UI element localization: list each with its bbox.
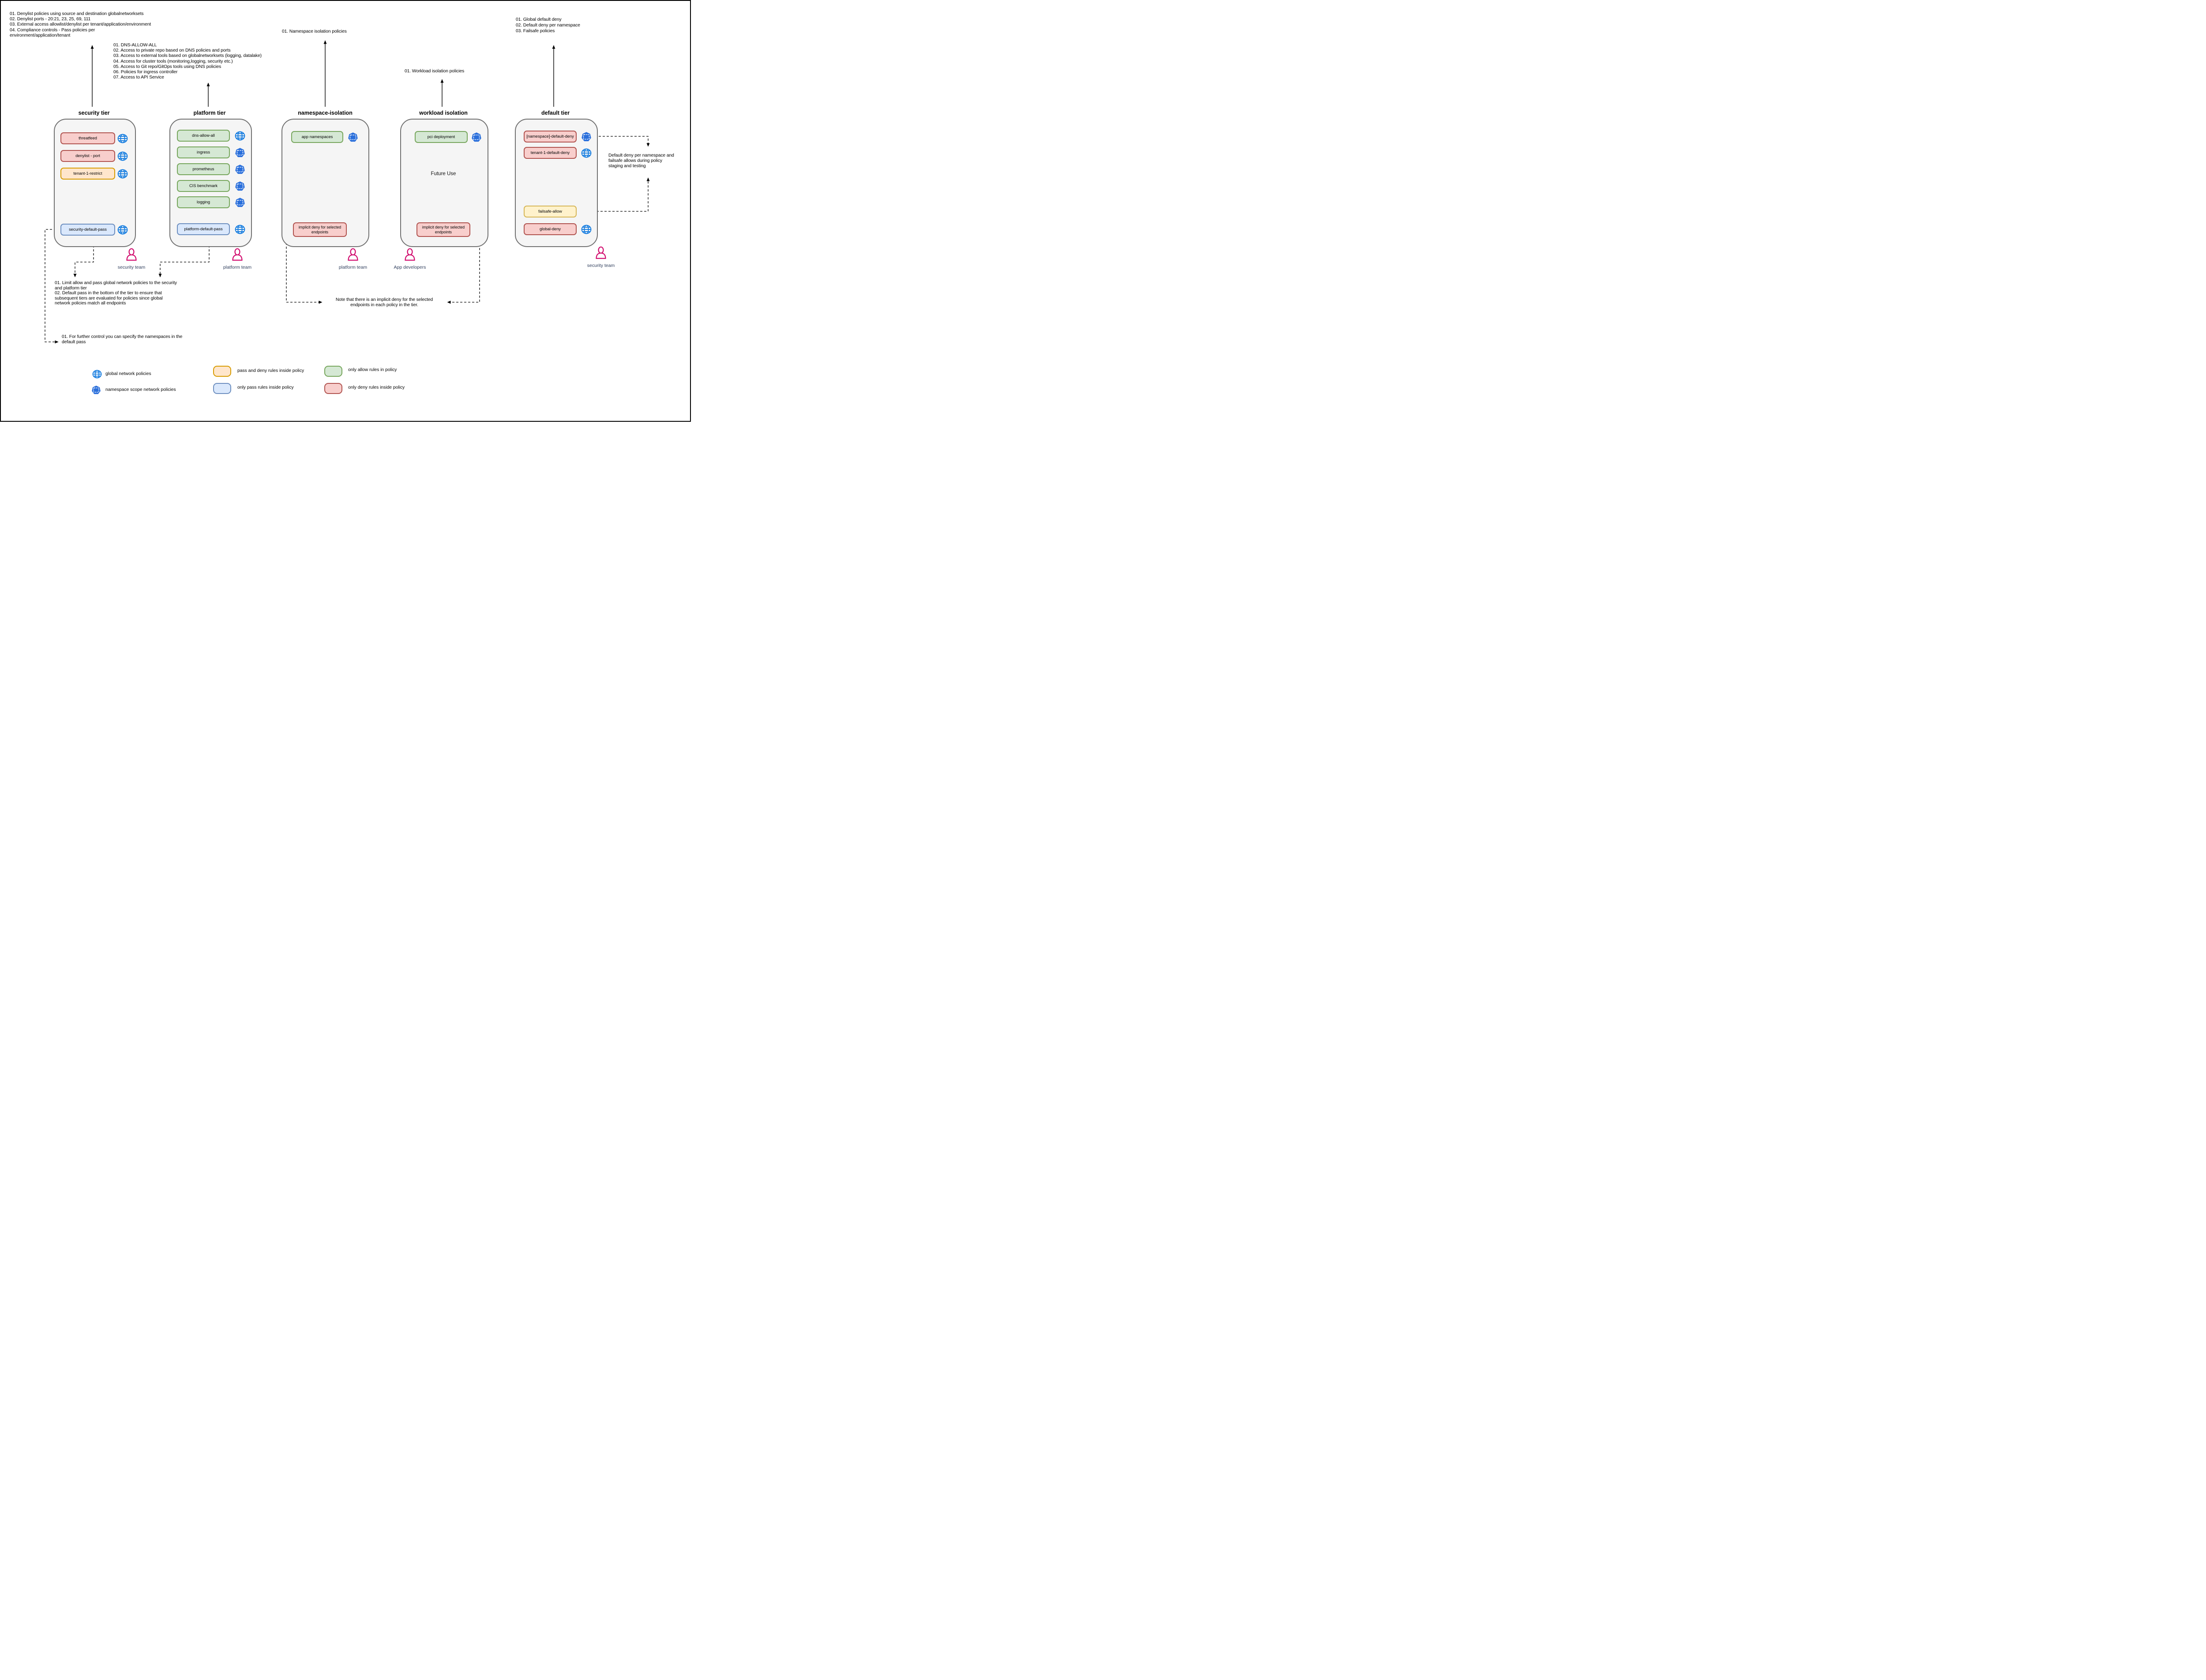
- legend-only-deny-swatch: [324, 383, 342, 394]
- policy-tenant-1-default-deny: tenant-1-default-deny: [524, 147, 577, 159]
- legend-pass-deny: pass and deny rules inside policy: [237, 368, 304, 373]
- person-icon: [230, 248, 244, 262]
- platform-tier-notes: 01. DNS-ALLOW-ALL 02. Access to private …: [113, 43, 262, 80]
- policy-security-default-pass: security-default-pass: [60, 224, 115, 236]
- namespace-policy-icon: [348, 132, 358, 142]
- global-policy-icon: [92, 369, 102, 379]
- legend-only-pass-swatch: [213, 383, 231, 394]
- workload-tier-note: 01. Workload isolation policies: [405, 69, 465, 74]
- policy-namespace-default-deny: [namespace]-default-deny: [524, 131, 577, 142]
- default-tier-notes: 01. Global default deny 02. Default deny…: [516, 17, 580, 34]
- policy-cis-benchmark: CIS benchmark: [177, 180, 230, 192]
- limit-allow-notes: 01. Limit allow and pass global network …: [55, 281, 177, 306]
- tier-title-workload-isolation: workload isolation: [419, 110, 468, 116]
- dashed-namespace-default-deny-to-staging-note: [591, 136, 650, 147]
- global-policy-icon: [117, 225, 128, 235]
- tier-title-security: security tier: [78, 110, 110, 116]
- legend-namespace-policies: namespace scope network policies: [105, 387, 176, 392]
- dashed-security-box-to-limit-note: [73, 245, 94, 278]
- dashed-platform-box-to-limit-note: [158, 245, 210, 278]
- team-label-security: security team: [117, 265, 146, 270]
- global-policy-icon: [235, 131, 245, 141]
- namespace-policy-icon: [235, 197, 245, 208]
- policy-logging: logging: [177, 196, 230, 208]
- namespace-policy-icon: [91, 385, 101, 395]
- policy-ingress: ingress: [177, 146, 230, 158]
- policy-dns-allow-all: dns-allow-all: [177, 130, 230, 142]
- team-label-app-developers: App developers: [394, 265, 426, 270]
- policy-prometheus: prometheus: [177, 163, 230, 175]
- legend-only-deny: only deny rules inside policy: [348, 385, 405, 390]
- legend-only-allow: only allow rules in policy: [348, 368, 397, 372]
- policy-implicit-deny-namespace: implicit deny for selected endpoints: [293, 222, 347, 237]
- namespace-policy-icon: [581, 131, 592, 142]
- tier-title-default: default tier: [541, 110, 570, 116]
- further-control-note: 01. For further control you can specify …: [62, 334, 183, 345]
- policy-failsafe-allow: failsafe-allow: [524, 206, 577, 218]
- diagram-canvas: 01. Denylist policies using source and d…: [0, 0, 691, 422]
- global-policy-icon: [117, 133, 128, 144]
- namespace-tier-note: 01. Namespace isolation policies: [282, 29, 347, 34]
- namespace-policy-icon: [235, 147, 245, 158]
- legend-only-allow-swatch: [324, 366, 342, 377]
- tier-title-platform: platform tier: [193, 110, 226, 116]
- security-tier-notes: 01. Denylist policies using source and d…: [10, 11, 151, 38]
- legend-only-pass: only pass rules inside policy: [237, 385, 294, 390]
- legend-pass-deny-swatch: [213, 366, 231, 377]
- global-policy-icon: [117, 151, 128, 161]
- team-label-platform-2: platform team: [338, 265, 368, 270]
- team-label-platform: platform team: [223, 265, 252, 270]
- policy-app-namespaces: app namespaces: [291, 131, 343, 143]
- default-deny-staging-note: Default deny per namespace and failsafe …: [608, 153, 674, 169]
- person-icon: [594, 246, 608, 260]
- namespace-policy-icon: [471, 132, 482, 142]
- policy-threatfeed: threatfeed: [60, 132, 115, 144]
- tier-title-namespace-isolation: namespace-isolation: [298, 110, 353, 116]
- person-icon: [124, 248, 139, 262]
- legend-global-policies: global network policies: [105, 371, 151, 376]
- policy-denylist-port: denylist - port: [60, 150, 115, 162]
- person-icon: [403, 248, 417, 262]
- global-policy-icon: [235, 224, 245, 235]
- global-policy-icon: [117, 169, 128, 179]
- person-icon: [346, 248, 360, 262]
- policy-pci-deployment: pci deployment: [415, 131, 468, 143]
- namespace-policy-icon: [235, 164, 245, 175]
- implicit-deny-note: Note that there is an implicit deny for …: [335, 297, 433, 308]
- policy-implicit-deny-workload: implicit deny for selected endpoints: [416, 222, 470, 237]
- namespace-policy-icon: [235, 181, 245, 191]
- global-policy-icon: [581, 224, 592, 235]
- team-label-security-2: security team: [587, 263, 615, 268]
- future-use-label: Future Use: [431, 171, 456, 176]
- policy-global-deny: global-deny: [524, 223, 577, 235]
- policy-platform-default-pass: platform-default-pass: [177, 223, 230, 235]
- policy-tenant-1-restrict: tenant-1-restrict: [60, 168, 115, 180]
- global-policy-icon: [581, 148, 592, 158]
